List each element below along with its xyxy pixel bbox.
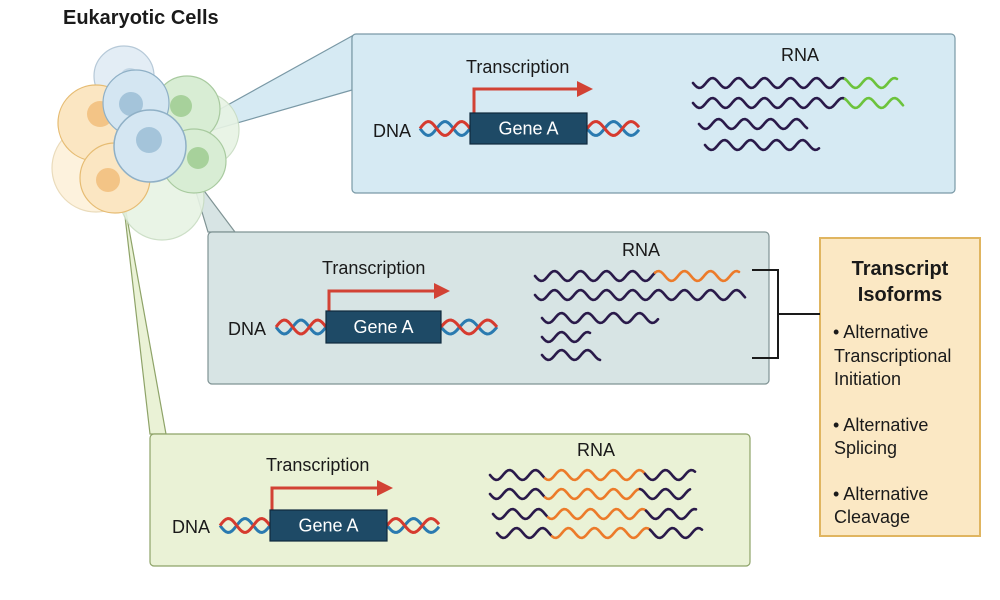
rna-strand-segment (697, 117, 809, 131)
dna-helix-left (218, 516, 272, 535)
rna-label: RNA (622, 240, 660, 260)
rna-transcripts (488, 468, 704, 540)
rna-label: RNA (781, 45, 819, 65)
rna-strand-segment (644, 507, 698, 521)
rna-strand-segment (533, 269, 657, 283)
dna-helix-left (274, 318, 328, 336)
rna-strand-segment (691, 96, 847, 110)
rna-strand-segment (491, 507, 549, 521)
isoform-item-splicing-line1: • Alternative (833, 415, 928, 435)
rna-transcripts (533, 269, 747, 362)
rna-label: RNA (577, 440, 615, 460)
transcription-label: Transcription (266, 455, 369, 475)
gene-box (269, 509, 388, 542)
dna-helix-right (585, 119, 641, 138)
rna-strand-segment (540, 311, 660, 325)
gene-label: Gene A (498, 119, 558, 139)
rna-strand-segment (550, 526, 652, 540)
transcription-arrow (327, 289, 436, 311)
rna-strand-segment (495, 526, 553, 540)
panel-green (149, 433, 751, 567)
transcription-label: Transcription (466, 57, 569, 77)
isoform-item-initiation-line2: Transcriptional (834, 346, 951, 366)
isoforms-title-line2: Isoforms (858, 284, 942, 306)
panel-blue (351, 33, 956, 194)
rna-strand-segment (540, 330, 592, 344)
dna-helix-left (418, 119, 472, 138)
rna-strand-segment (540, 348, 602, 362)
rna-strand-segment (543, 468, 647, 482)
isoform-item-cleavage-line2: Cleavage (834, 507, 910, 527)
rna-strand-segment (843, 76, 899, 90)
gene-label: Gene A (298, 516, 358, 536)
transcript-isoforms-box (819, 237, 981, 537)
isoform-bracket (752, 269, 820, 359)
rna-strand-segment (533, 288, 747, 302)
rna-strand-segment (488, 487, 546, 501)
gene-label: Gene A (353, 317, 413, 337)
panel-gray (207, 231, 770, 385)
rna-strand-segment (488, 468, 546, 482)
rna-strand-segment (643, 468, 697, 482)
rna-strand-segment (843, 96, 905, 110)
dna-helix-right (439, 318, 499, 336)
transcription-arrowhead (577, 81, 593, 97)
dna-label: DNA (373, 121, 411, 141)
rna-strand-segment (648, 526, 704, 540)
transcription-arrowhead (434, 283, 450, 299)
dna-label: DNA (172, 517, 210, 537)
transcription-label: Transcription (322, 258, 425, 278)
rna-strand-segment (638, 487, 692, 501)
transcription-arrow (270, 486, 379, 510)
rna-strand-segment (691, 76, 847, 90)
gene-box (325, 310, 442, 344)
rna-strand-segment (703, 138, 821, 152)
transcription-arrow (472, 87, 579, 113)
diagram-title: Eukaryotic Cells (63, 7, 219, 29)
eukaryotic-cell-cluster (51, 45, 240, 241)
transcription-arrowhead (377, 480, 393, 496)
rna-transcripts (691, 76, 905, 152)
dna-label: DNA (228, 319, 266, 339)
rna-strand-segment (546, 507, 648, 521)
isoform-item-initiation-line3: Initiation (834, 369, 901, 389)
isoform-item-initiation-line1: • Alternative (833, 322, 928, 342)
isoform-item-cleavage-line1: • Alternative (833, 484, 928, 504)
rna-strand-segment (653, 269, 741, 283)
isoforms-title-line1: Transcript (852, 258, 949, 280)
gene-box (469, 112, 588, 145)
dna-helix-right (385, 516, 441, 535)
rna-strand-segment (543, 487, 641, 501)
isoform-item-splicing-line2: Splicing (834, 438, 897, 458)
